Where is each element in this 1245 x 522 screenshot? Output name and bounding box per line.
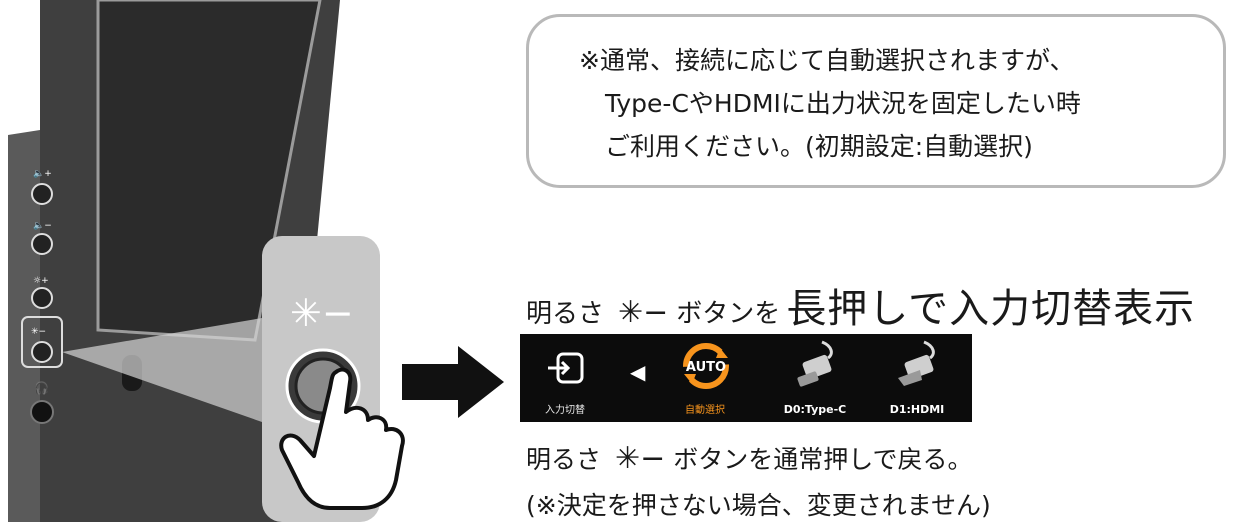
heading-prefix: 明るさ [526,299,605,329]
brightness-up-button [31,287,53,309]
osd-item-auto[interactable]: AUTO 自動選択 [660,334,750,422]
callout-beam [62,318,262,422]
osd-label-hdmi: D1:HDMI [889,403,945,416]
headphone-icon: 🎧 [34,381,49,395]
svg-text:AUTO: AUTO [686,360,726,375]
brightness-down-label: ✳− [31,327,46,337]
osd-label-type-c: D0:Type-C [783,403,847,416]
osd-label-input-switch: 入力切替 [545,405,585,416]
highlight-frame [21,316,63,368]
osd-label-auto: 自動選択 [685,405,725,416]
heading: 明るさ ✳− ボタンを 長押しで入力切替表示 [526,276,1195,334]
instruction-suffix: ボタンを通常押しで戻る。 [673,445,973,474]
instruction-note: (※決定を押さない場合、変更されません) [526,491,991,520]
brightness-up-label: ☼+ [33,276,49,286]
volume-up-button [31,183,53,205]
instruction-prefix: 明るさ [526,445,602,474]
heading-middle: ボタンを [676,299,781,329]
hdmi-plug-icon [898,340,935,386]
volume-down-button [31,233,53,255]
type-c-plug-icon [797,340,833,387]
monitor-illustration: 🔈+ 🔈− ☼+ ✳− 🎧 ✳− [8,0,504,522]
osd-item-type-c[interactable]: D0:Type-C [770,334,860,422]
osd-item-hdmi[interactable]: D1:HDMI [872,334,962,422]
note-line-2: Type-CやHDMIに出力状況を固定したい時 [605,89,1081,118]
volume-up-label: 🔈+ [33,169,52,179]
osd-menu: 入力切替 ◀ AUTO 自動選択 D0:Type-C D1:HDMI [520,334,972,422]
note-line-3: ご利用ください。(初期設定:自動選択) [605,132,1033,161]
note-box: ※通常、接続に応じて自動選択されますが、 Type-CやHDMIに出力状況を固定… [526,14,1226,188]
osd-item-input-switch[interactable]: 入力切替 [520,334,610,422]
volume-down-label: 🔈− [33,221,52,231]
instruction-line: 明るさ ✳− ボタンを通常押しで戻る。 [526,440,973,476]
brightness-down-button [31,341,53,363]
selector-arrow-icon: ◀ [630,360,646,384]
heading-emphasis: 長押しで入力切替表示 [786,286,1196,332]
auto-icon: AUTO [683,343,729,389]
input-switch-icon [548,352,584,384]
brightness-minus-icon-2: ✳− [615,441,666,476]
enlarged-label: ✳− [290,291,354,335]
brightness-minus-icon: ✳− [618,295,669,330]
side-buttons: 🔈+ 🔈− ☼+ ✳− 🎧 [21,169,63,424]
pointing-hand-icon [279,367,405,510]
monitor-side-panel [8,130,40,522]
headphone-jack [30,400,54,424]
note-line-1: ※通常、接続に応じて自動選択されますが、 [579,46,1075,75]
right-arrow-icon [402,346,504,418]
